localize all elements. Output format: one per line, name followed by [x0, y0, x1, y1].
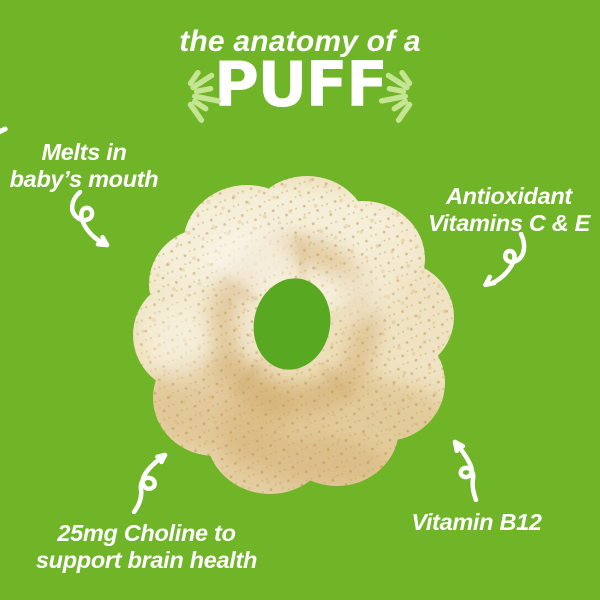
arrow-head: [95, 234, 110, 248]
curved-loop-arrow-icon: [131, 452, 168, 514]
arrow-head: [452, 439, 466, 454]
arrow-head: [155, 452, 168, 465]
callout-b12-label: Vitamin B12: [411, 509, 542, 535]
curved-loop-arrow-icon: [483, 232, 527, 288]
puff-body: [95, 145, 505, 535]
curved-loop-arrow-icon: [452, 439, 479, 502]
curved-loop-arrow-icon: [70, 190, 110, 248]
arrow-head: [483, 274, 497, 288]
subtitle-text: the anatomy of a: [179, 25, 421, 58]
callout-melts-label: Melts in baby’s mouth: [9, 139, 159, 192]
page-title: PUFF: [213, 48, 389, 121]
callout-choline-label: 25mg Choline to support brain health: [35, 520, 258, 573]
callout-antioxidant-label: Antioxidant Vitamins C & E: [427, 183, 591, 236]
burst-right-icon: [378, 69, 413, 123]
burst-left-icon: [187, 69, 222, 123]
